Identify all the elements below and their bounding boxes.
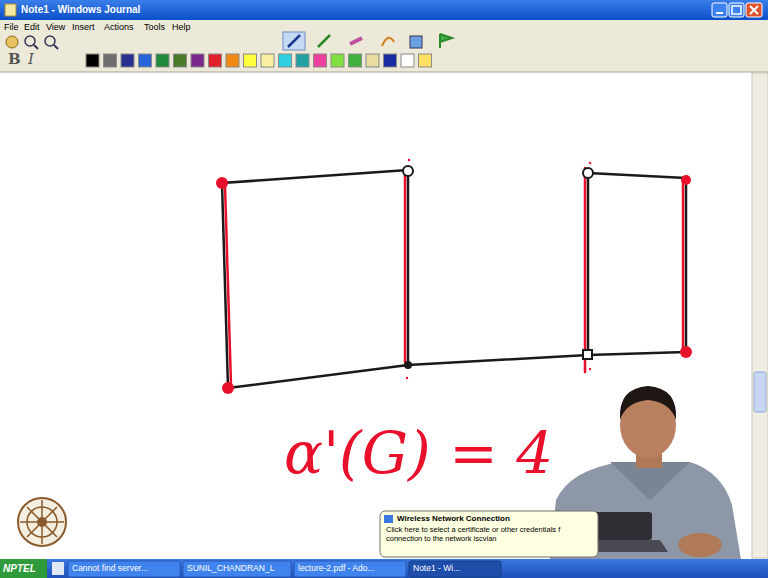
matching-number: α'(G) = 4	[284, 420, 553, 487]
notification-balloon	[380, 511, 598, 557]
taskbar-logo: NPTEL	[3, 563, 36, 575]
color-swatch	[366, 54, 379, 67]
title-bar	[0, 0, 768, 20]
color-swatch	[174, 54, 187, 67]
bold-button: B	[8, 51, 21, 68]
balloon-title: Wireless Network Connection	[397, 514, 510, 523]
scrollbar	[752, 73, 768, 558]
color-swatch	[191, 54, 204, 67]
taskbar-button-text: Cannot find server...	[72, 564, 148, 574]
toolbar-border	[0, 72, 768, 73]
color-swatch	[156, 54, 169, 67]
color-swatch	[209, 54, 222, 67]
color-swatch	[121, 54, 134, 67]
menu-item: Edit	[24, 22, 40, 32]
color-swatch	[104, 54, 117, 67]
graph-vertices	[216, 159, 692, 394]
menu-item: Actions	[104, 22, 134, 32]
taskbar-button-text: Note1 - Wi...	[413, 564, 460, 574]
color-swatch	[384, 54, 397, 67]
writing-canvas	[0, 73, 752, 558]
color-swatch	[261, 54, 274, 67]
toolbar-icons	[6, 32, 452, 50]
color-swatch	[296, 54, 309, 67]
color-swatch	[226, 54, 239, 67]
menu-item: Help	[172, 22, 191, 32]
color-swatch	[349, 54, 362, 67]
balloon-text: Click here to select a certificate or ot…	[386, 526, 592, 543]
menu-item: Tools	[144, 22, 165, 32]
nptel-logo	[18, 498, 66, 546]
app-icon	[5, 4, 16, 16]
color-swatch	[419, 54, 432, 67]
taskbar-button-text: lecture-2.pdf - Ado...	[298, 564, 375, 574]
color-swatch	[86, 54, 99, 67]
taskbar	[0, 559, 768, 578]
menu-item: Insert	[72, 22, 95, 32]
toolbar-area	[0, 20, 768, 72]
taskbar-buttons	[52, 561, 501, 577]
color-palette	[86, 54, 432, 67]
scroll-thumb	[754, 372, 766, 412]
color-swatch	[244, 54, 257, 67]
italic-button: I	[28, 51, 34, 68]
color-swatch	[279, 54, 292, 67]
menu-item: File	[4, 22, 19, 32]
color-swatch	[139, 54, 152, 67]
taskbar-button-text: SUNIL_CHANDRAN_L	[187, 564, 274, 574]
window-title: Note1 - Windows Journal	[21, 4, 140, 16]
menu-item: View	[46, 22, 65, 32]
start-button	[0, 559, 47, 578]
color-swatch	[401, 54, 414, 67]
color-swatch	[331, 54, 344, 67]
color-swatch	[314, 54, 327, 67]
graph-drawing	[222, 168, 686, 388]
window-buttons	[712, 3, 762, 17]
